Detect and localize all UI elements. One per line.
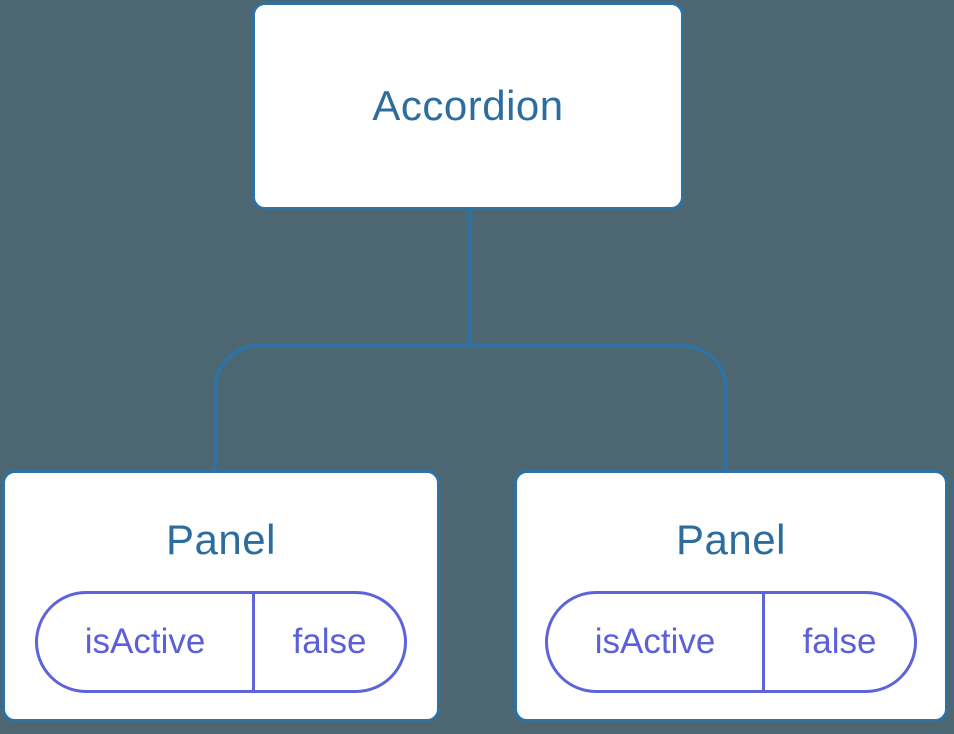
component-node-accordion: Accordion (252, 2, 684, 210)
prop-pill: isActive false (545, 591, 917, 693)
component-label: Panel (166, 516, 276, 563)
component-label: Panel (676, 516, 786, 563)
connector-branch (213, 344, 728, 472)
component-node-panel-2: Panel isActive false (514, 470, 948, 722)
prop-value: false (802, 622, 877, 661)
connector-stem (468, 209, 472, 346)
component-label: Accordion (372, 82, 564, 129)
prop-value: false (292, 622, 367, 661)
prop-name: isActive (38, 594, 256, 690)
prop-pill: isActive false (35, 591, 407, 693)
component-node-panel-1: Panel isActive false (2, 470, 440, 722)
prop-name: isActive (548, 594, 766, 690)
